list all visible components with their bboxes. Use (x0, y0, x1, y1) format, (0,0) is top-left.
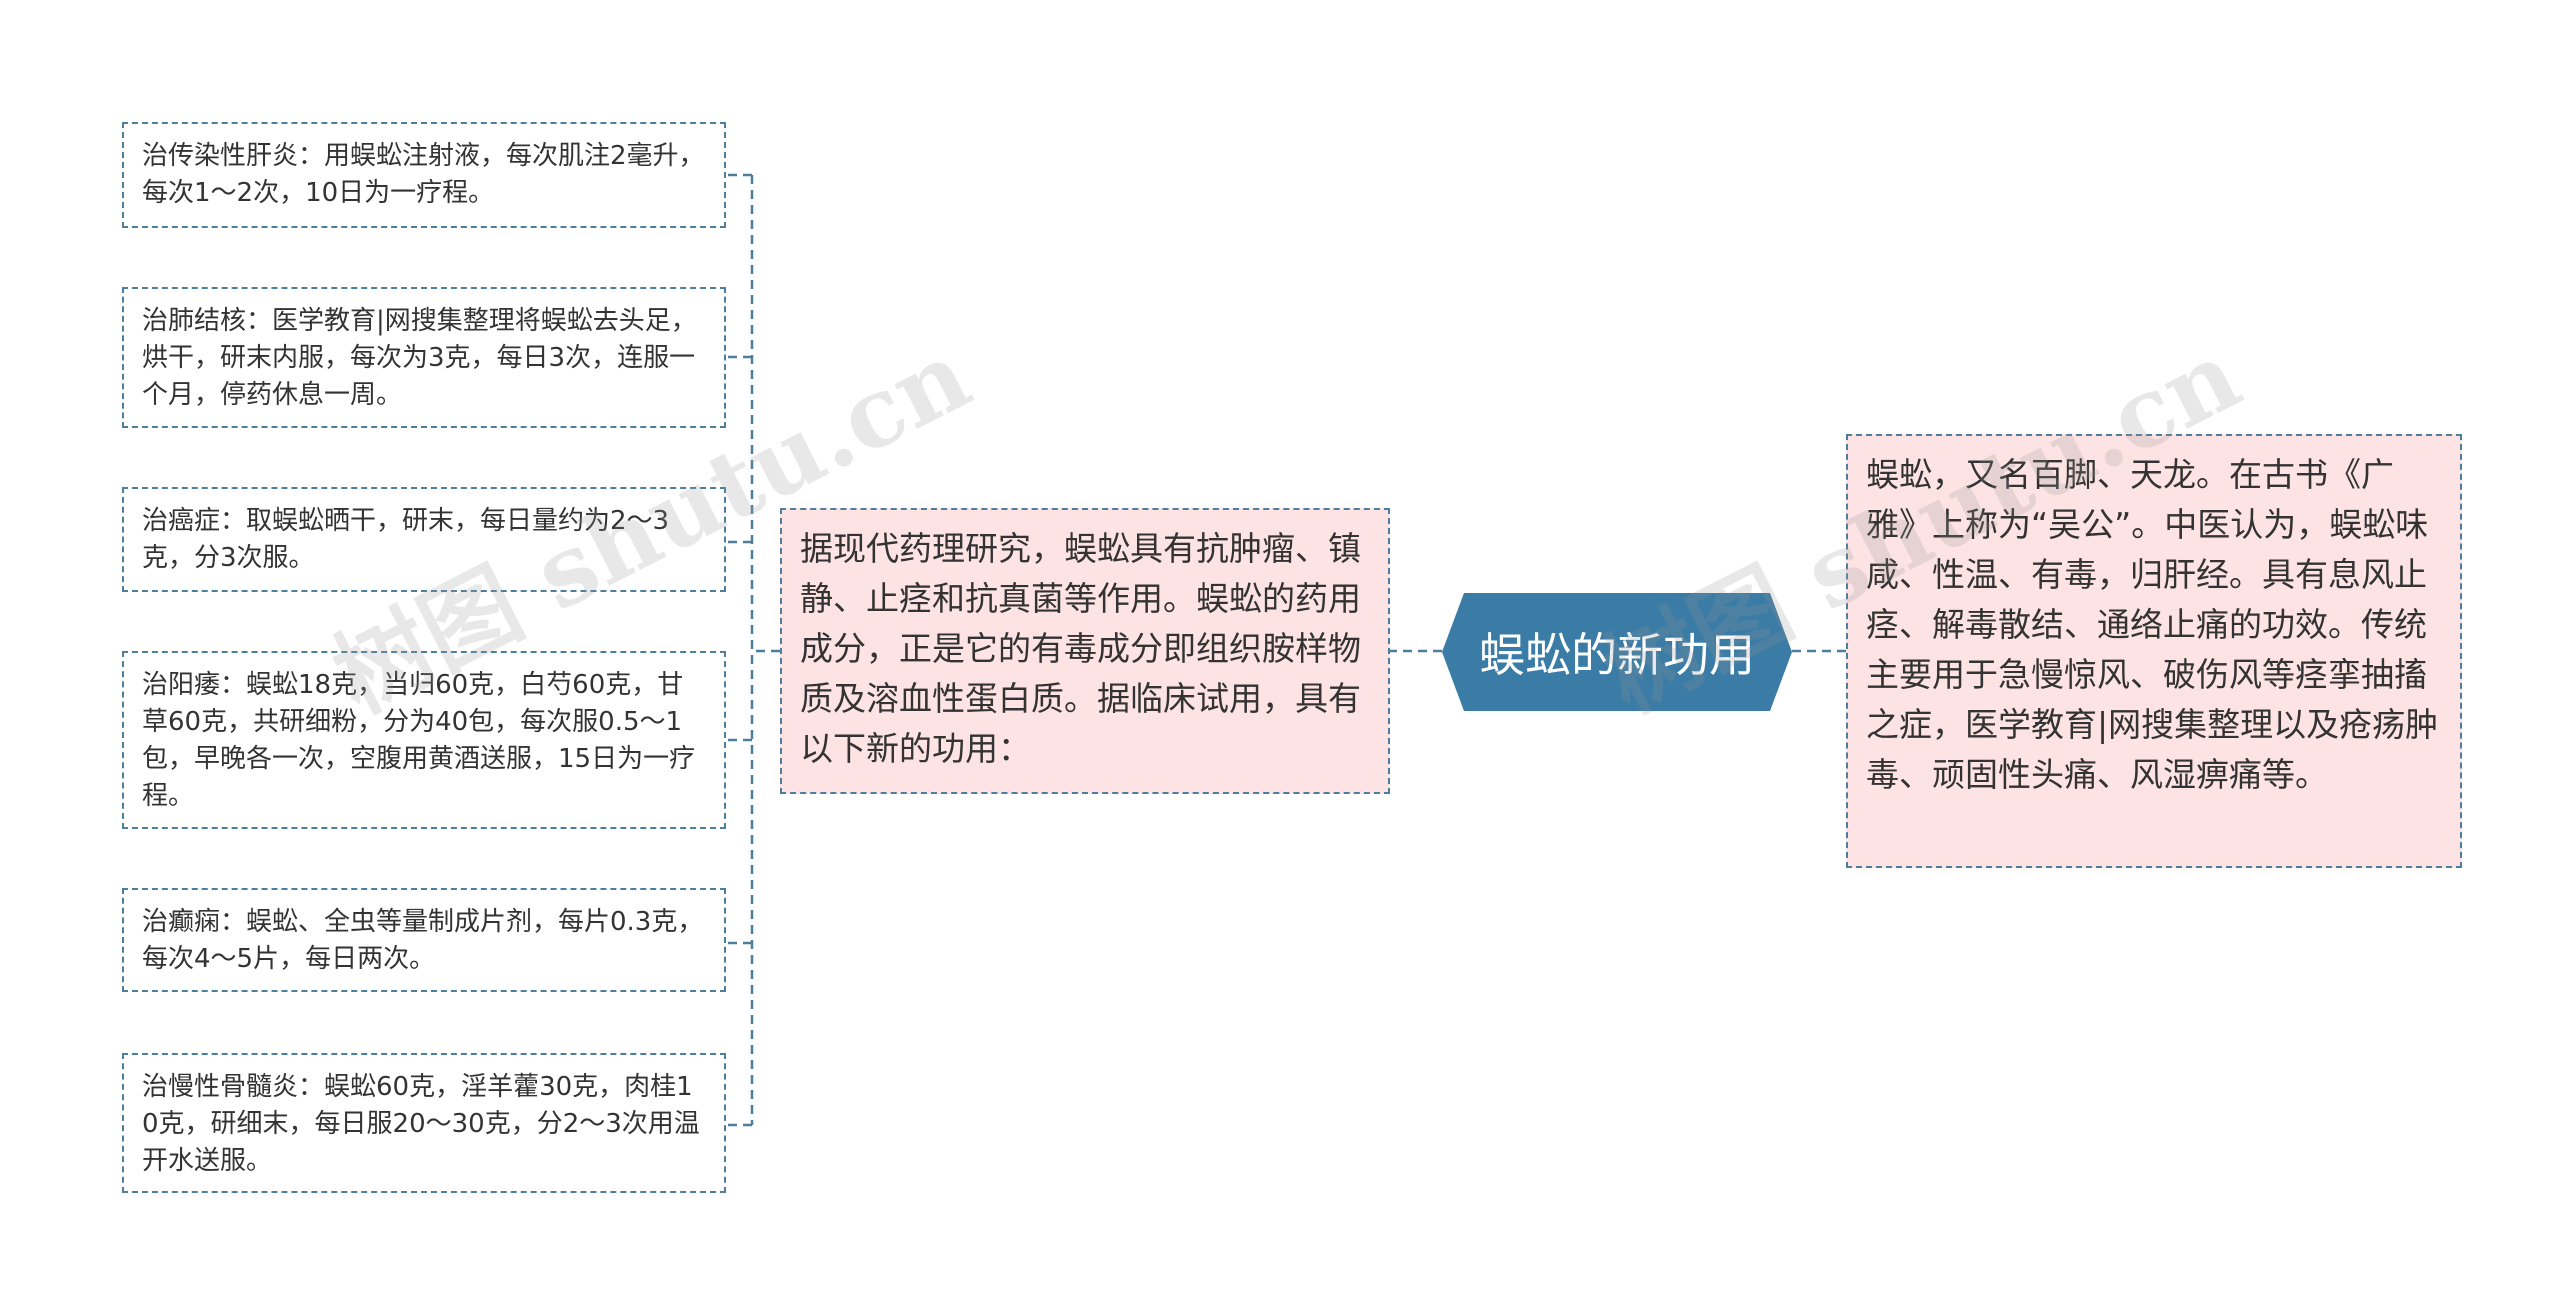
leaf-text: 治癌症：取蜈蚣晒干，研末，每日量约为2～3克，分3次服。 (142, 506, 670, 573)
leaf-node-impotence[interactable]: 治阳痿：蜈蚣18克，当归60克，白芍60克，甘草60克，共研细粉，分为40包，每… (122, 651, 726, 829)
leaf-text: 治阳痿：蜈蚣18克，当归60克，白芍60克，甘草60克，共研细粉，分为40包，每… (142, 670, 696, 811)
leaf-node-cancer[interactable]: 治癌症：取蜈蚣晒干，研末，每日量约为2～3克，分3次服。 (122, 487, 726, 592)
root-label: 蜈蚣的新功用 (1479, 628, 1755, 682)
leaf-node-tuberculosis[interactable]: 治肺结核：医学教育|网搜集整理将蜈蚣去头足，烘干，研末内服，每次为3克，每日3次… (122, 287, 726, 428)
leaf-text: 治肺结核：医学教育|网搜集整理将蜈蚣去头足，烘干，研末内服，每次为3克，每日3次… (142, 306, 697, 410)
right-description-node[interactable]: 蜈蚣，又名百脚、天龙。在古书《广雅》上称为“吴公”。中医认为，蜈蚣味咸、性温、有… (1846, 434, 2462, 868)
leaf-node-epilepsy[interactable]: 治癫痫：蜈蚣、全虫等量制成片剂，每片0.3克，每次4～5片，每日两次。 (122, 888, 726, 992)
leaf-text: 治慢性骨髓炎：蜈蚣60克，淫羊藿30克，肉桂10克，研细末，每日服20～30克，… (142, 1072, 700, 1176)
leaf-node-osteomyelitis[interactable]: 治慢性骨髓炎：蜈蚣60克，淫羊藿30克，肉桂10克，研细末，每日服20～30克，… (122, 1053, 726, 1193)
root-node[interactable]: 蜈蚣的新功用 (1442, 593, 1792, 711)
middle-summary-text: 据现代药理研究，蜈蚣具有抗肿瘤、镇静、止痉和抗真菌等作用。蜈蚣的药用成分，正是它… (800, 529, 1361, 768)
leaf-text: 治传染性肝炎：用蜈蚣注射液，每次肌注2毫升，每次1～2次，10日为一疗程。 (142, 141, 705, 208)
root-hexagon-shape (1442, 593, 1792, 711)
leaf-node-hepatitis[interactable]: 治传染性肝炎：用蜈蚣注射液，每次肌注2毫升，每次1～2次，10日为一疗程。 (122, 122, 726, 228)
right-description-text: 蜈蚣，又名百脚、天龙。在古书《广雅》上称为“吴公”。中医认为，蜈蚣味咸、性温、有… (1866, 455, 2439, 794)
middle-summary-node[interactable]: 据现代药理研究，蜈蚣具有抗肿瘤、镇静、止痉和抗真菌等作用。蜈蚣的药用成分，正是它… (780, 508, 1390, 794)
leaf-text: 治癫痫：蜈蚣、全虫等量制成片剂，每片0.3克，每次4～5片，每日两次。 (142, 907, 704, 974)
